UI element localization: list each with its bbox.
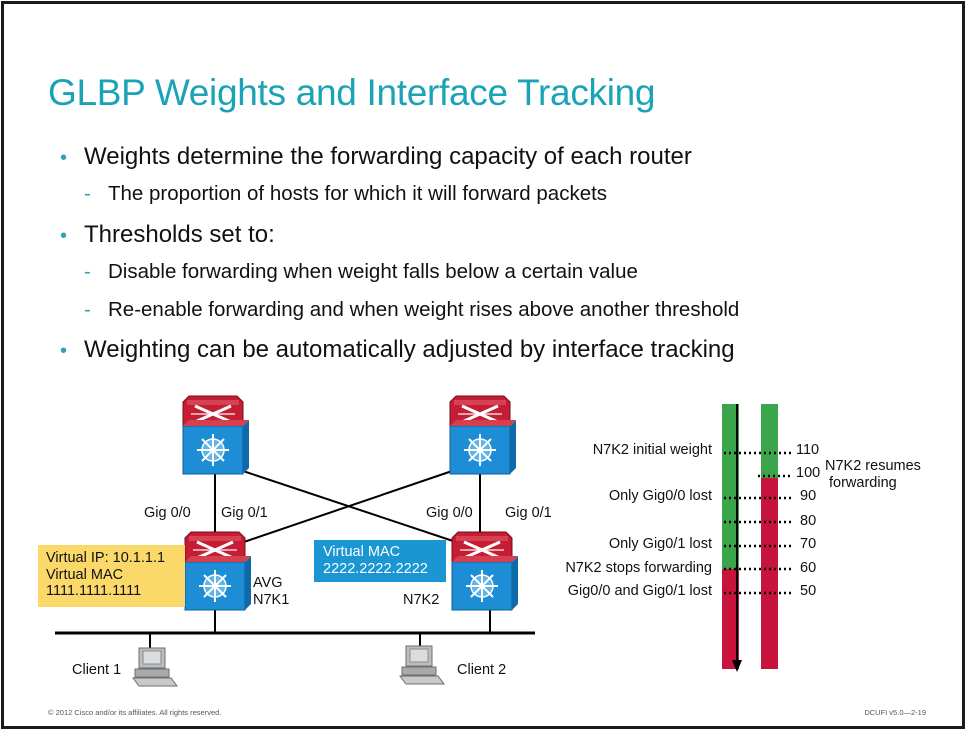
router-n7k1-icon <box>183 530 253 612</box>
core-switch-right-icon <box>448 394 518 476</box>
client-label: Client 1 <box>72 662 122 678</box>
event-label: Gig0/0 and Gig0/1 lost <box>567 583 712 599</box>
virtual-mac-label: Virtual MAC <box>46 566 124 583</box>
weight-value: 50 <box>800 583 817 599</box>
bullet-dot-icon: • <box>60 225 68 247</box>
bullet-dot-icon: • <box>60 340 68 362</box>
sub-bullet-text: Re-enable forwarding and when weight ris… <box>108 298 740 321</box>
core-switch-left-icon <box>181 394 251 476</box>
port-label: Gig 0/1 <box>505 505 552 521</box>
weight-value: 80 <box>800 513 817 529</box>
bullet-item: • Weighting can be automatically adjusted… <box>60 336 735 364</box>
avf-virtual-mac-box: Virtual MAC 2222.2222.2222 <box>314 540 446 582</box>
port-label: Gig 0/1 <box>221 505 268 521</box>
client-pc-icon <box>399 645 445 685</box>
weight-value: 70 <box>800 536 817 552</box>
resume-bar-green <box>761 404 778 478</box>
bullet-item: • Weights determine the forwarding capaci… <box>60 143 692 171</box>
weight-value: 60 <box>800 560 817 576</box>
arrow-head-icon <box>732 660 742 672</box>
event-label: Only Gig0/1 lost <box>608 536 712 552</box>
course-code-footer: DCUFI v5.0—2-19 <box>864 708 926 717</box>
port-label: Gig 0/0 <box>144 505 191 521</box>
avg-virtual-info-box: Virtual IP: 10.1.1.1 Virtual MAC 1111.11… <box>38 545 185 607</box>
dash-icon: - <box>84 182 91 205</box>
sub-bullet-item: -The proportion of hosts for which it wi… <box>84 182 607 206</box>
forwarding-bar-green <box>722 404 739 569</box>
dash-icon: - <box>84 260 91 283</box>
slide-title: GLBP Weights and Interface Tracking <box>48 72 656 113</box>
client-label: Client 2 <box>457 662 507 678</box>
bullet-text: Thresholds set to: <box>84 221 275 248</box>
weight-value: 90 <box>800 488 817 504</box>
client-pc-icon <box>132 647 178 687</box>
virtual-mac-value: 1111.1111.1111 <box>46 583 142 599</box>
bullet-text: Weighting can be automatically adjusted … <box>84 336 735 363</box>
resume-note: N7K2 resumes <box>825 458 921 474</box>
bullet-dot-icon: • <box>60 147 68 169</box>
sub-bullet-text: The proportion of hosts for which it wil… <box>108 182 608 205</box>
resume-bar-red <box>761 478 778 669</box>
copyright-footer: © 2012 Cisco and/or its affiliates. All … <box>48 708 222 717</box>
level-lines <box>724 451 792 595</box>
bullet-text: Weights determine the forwarding capacit… <box>84 143 692 170</box>
router-role-label: AVG <box>253 575 283 591</box>
virtual-mac-value: 2222.2222.2222 <box>323 561 428 577</box>
weight-value: 110 <box>796 442 820 458</box>
link-line <box>234 469 456 546</box>
sub-bullet-item: -Re-enable forwarding and when weight ri… <box>84 298 739 322</box>
weight-value: 100 <box>796 465 821 481</box>
resume-note: forwarding <box>829 475 897 491</box>
virtual-mac-label: Virtual MAC <box>323 544 401 560</box>
event-label: Only Gig0/0 lost <box>608 488 712 504</box>
bullet-item: • Thresholds set to: <box>60 221 275 249</box>
port-label: Gig 0/0 <box>426 505 473 521</box>
dash-icon: - <box>84 298 91 321</box>
router-n7k2-icon <box>450 530 520 612</box>
sub-bullet-item: -Disable forwarding when weight falls be… <box>84 260 638 284</box>
router-name-label: N7K2 <box>403 592 440 608</box>
event-label: N7K2 initial weight <box>592 442 712 458</box>
virtual-ip-text: Virtual IP: 10.1.1.1 <box>46 550 166 566</box>
link-line <box>239 469 466 546</box>
sub-bullet-text: Disable forwarding when weight falls bel… <box>108 260 638 283</box>
event-label: N7K2 stops forwarding <box>565 560 712 576</box>
router-name-label: N7K1 <box>253 592 290 608</box>
